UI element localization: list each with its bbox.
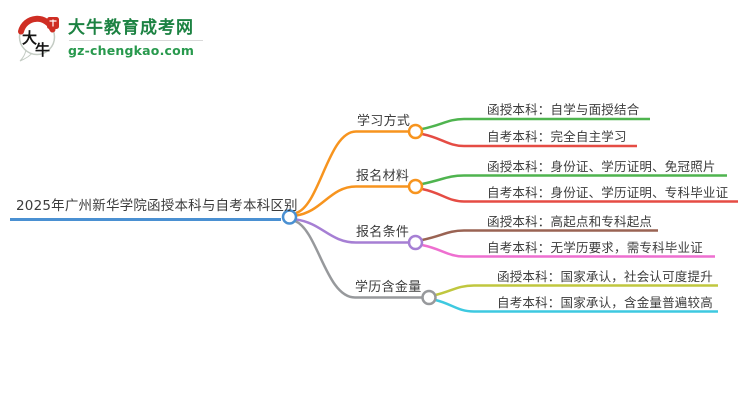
- branch-enroll-materials: 报名材料: [356, 169, 410, 184]
- leaf-node: 函授本科：身份证、学历证明、免冠照片: [487, 159, 716, 174]
- branch-node-circle: [407, 178, 424, 195]
- branch-node-circle: [407, 123, 424, 140]
- leaf-line: [435, 298, 718, 313]
- brand-divider: [69, 40, 203, 42]
- leaf-line: [435, 284, 718, 297]
- logo-char-top: 大: [22, 29, 37, 47]
- root-node-circle: [281, 209, 298, 225]
- branch-curve-degree-value: [294, 219, 423, 299]
- brand-url: gz-chengkao.com: [68, 43, 195, 59]
- leaf-node: 自考本科：完全自主学习: [487, 129, 627, 144]
- logo-char-bottom: 牛: [35, 41, 50, 59]
- leaf-line: [421, 187, 738, 203]
- leaf-line: [421, 117, 650, 131]
- branch-node-circle: [421, 289, 437, 306]
- root-topic: 2025年广州新华学院函授本科与自考本科区别: [16, 198, 298, 214]
- leaf-line: [421, 174, 727, 186]
- leaf-line: [421, 132, 637, 148]
- leaf-node: 函授本科：国家承认，社会认可度提升: [497, 269, 713, 284]
- brand-name: 大牛教育成考网: [68, 18, 194, 38]
- branch-study-mode: 学习方式: [357, 114, 411, 129]
- leaf-node: 自考本科：无学历要求，需专科毕业证: [487, 240, 703, 255]
- leaf-line: [421, 229, 658, 242]
- leaf-node: 自考本科：身份证、学历证明、专科毕业证: [487, 185, 729, 200]
- leaf-node: 自考本科：国家承认，含金量普遍较高: [497, 295, 713, 310]
- leaf-line: [421, 243, 715, 258]
- leaf-node: 函授本科：自学与面授结合: [487, 102, 640, 117]
- site-logo[interactable]: 大 牛 大牛教育成考网 gz-chengkao.com: [16, 10, 203, 62]
- branch-degree-value: 学历含金量: [355, 280, 422, 295]
- branch-curve-enroll-materials: [295, 185, 409, 217]
- daniu-logo-icon: 大 牛: [18, 15, 59, 62]
- leaf-node: 函授本科：高起点和专科起点: [487, 214, 653, 229]
- branch-node-circle: [407, 234, 424, 251]
- branch-enroll-conditions: 报名条件: [356, 225, 410, 240]
- logo-seal-mark: [49, 19, 57, 27]
- branch-curve-study-mode: [295, 130, 409, 215]
- branch-curve-enroll-conditions: [295, 218, 409, 244]
